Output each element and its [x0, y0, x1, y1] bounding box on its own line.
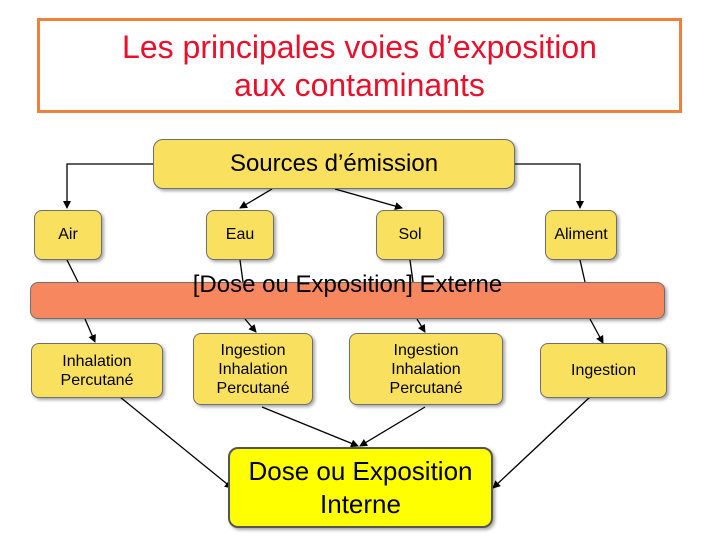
route-eau-line-1: Ingestion [220, 341, 286, 359]
title-line-2: aux contaminants [234, 66, 485, 103]
arrow-external-route2 [244, 318, 257, 333]
medium-air-box: Air [34, 210, 102, 260]
arrow-sources-aliment [515, 163, 584, 209]
route-aliment-line-1: Ingestion [571, 362, 636, 379]
route-eau-box: Ingestion Inhalation Percutané [193, 333, 313, 405]
external-dose-label: [Dose ou Exposition] Externe [192, 271, 503, 298]
medium-sol-label: Sol [398, 226, 422, 243]
title-box: Les principales voies d’exposition aux c… [37, 18, 682, 113]
internal-dose-line-1: Dose ou Exposition [248, 455, 473, 486]
internal-dose-line-2: Interne [320, 488, 401, 519]
route-eau-line-2: Inhalation [218, 360, 288, 378]
route-sol-line-3: Percutané [389, 379, 463, 397]
medium-eau-box: Eau [206, 210, 274, 260]
route-aliment-box: Ingestion [540, 343, 667, 398]
arrow-sources-eau [239, 188, 273, 209]
link-air-external [66, 259, 79, 283]
link-aliment-external [579, 259, 586, 283]
sources-box: Sources d’émission [153, 139, 515, 189]
arrow-external-route1 [84, 318, 96, 343]
route-sol-box: Ingestion Inhalation Percutané [349, 333, 503, 405]
medium-aliment-box: Aliment [545, 210, 617, 260]
route-eau-line-3: Percutané [216, 379, 290, 397]
link-eau-external [239, 259, 244, 283]
arrow-route3-internal [359, 406, 426, 447]
route-sol-line-2: Inhalation [391, 360, 461, 378]
arrow-external-route3 [416, 318, 426, 333]
medium-aliment-label: Aliment [554, 226, 608, 243]
arrow-sources-air [63, 163, 153, 209]
external-dose-box: [Dose ou Exposition] Externe [30, 271, 665, 319]
internal-dose-box: Dose ou Exposition Interne [228, 447, 493, 528]
arrow-external-route4 [589, 318, 604, 344]
medium-sol-box: Sol [376, 210, 444, 260]
route-sol-line-1: Ingestion [393, 341, 459, 359]
arrow-route4-internal [492, 396, 591, 489]
medium-air-label: Air [58, 226, 78, 243]
link-sol-external [409, 259, 414, 283]
arrow-route1-internal [119, 396, 233, 489]
sources-label: Sources d’émission [229, 150, 439, 177]
medium-eau-label: Eau [225, 226, 255, 243]
arrow-sources-sol [334, 188, 403, 210]
title-line-1: Les principales voies d’exposition [122, 28, 597, 65]
route-air-box: Inhalation Percutané [31, 343, 163, 398]
route-air-line-1: Inhalation [62, 352, 132, 370]
route-air-line-2: Percutané [60, 371, 134, 389]
arrow-route2-internal [261, 406, 359, 448]
